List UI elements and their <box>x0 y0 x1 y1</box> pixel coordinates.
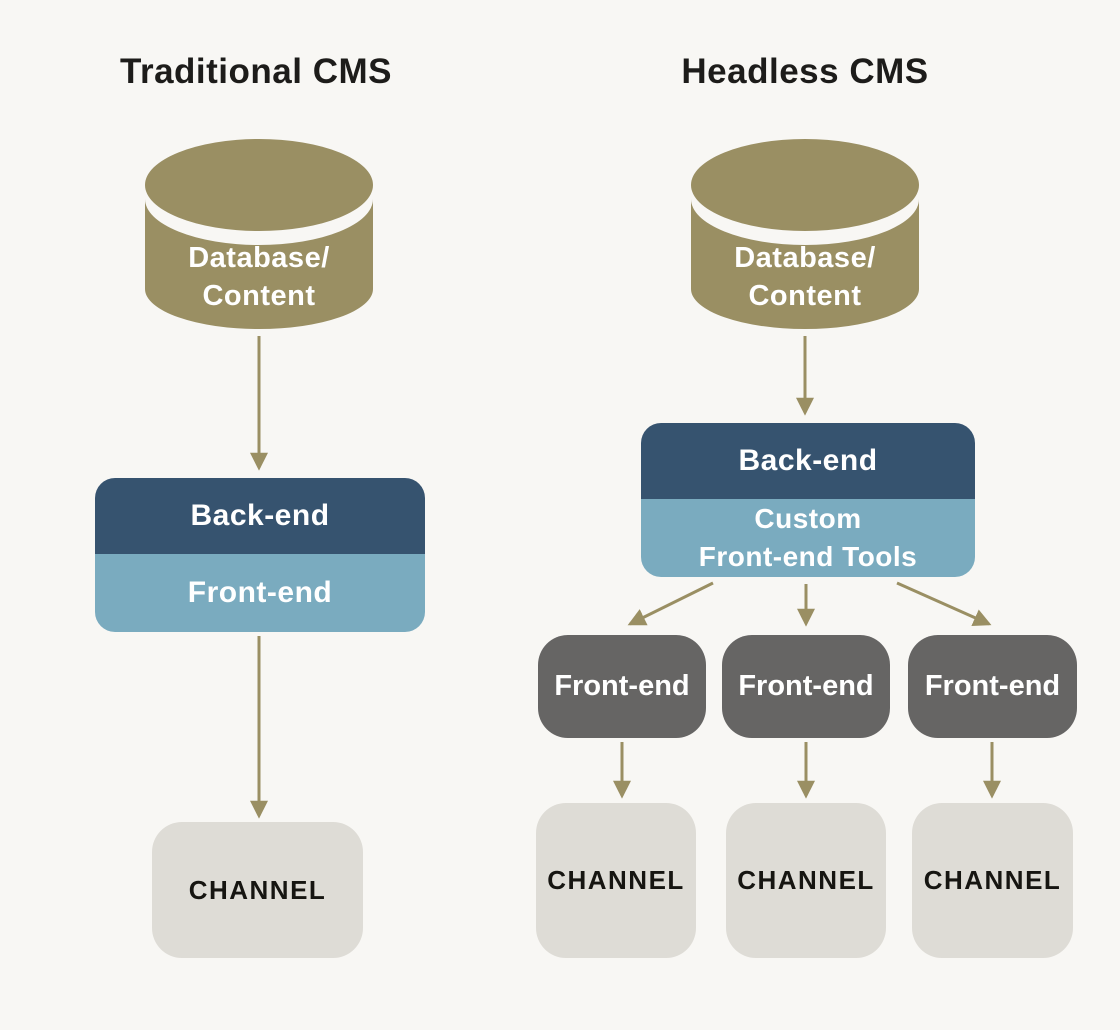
custom-tools-line2: Front-end Tools <box>698 541 918 572</box>
headless-channel-box-2: CHANNEL <box>726 803 886 958</box>
headless-channel-box-3: CHANNEL <box>912 803 1073 958</box>
arrow-diagonal-icon-tools-to-frontend-1 <box>627 581 714 626</box>
traditional-channel-box: CHANNEL <box>152 822 363 958</box>
traditional-backend-segment: Back-end <box>95 478 425 554</box>
traditional-frontend-segment: Front-end <box>95 554 425 632</box>
headless-cms-title: Headless CMS <box>681 52 929 91</box>
database-icon <box>691 139 919 329</box>
database-label-line2: Content <box>748 280 862 312</box>
headless-database-label: Database/ Content <box>691 239 919 315</box>
database-label-line2: Content <box>202 280 316 312</box>
traditional-database-cylinder: Database/ Content <box>145 139 373 333</box>
database-label-line1: Database/ <box>188 242 330 274</box>
database-label-line1: Database/ <box>734 242 876 274</box>
headless-frontend-box-3: Front-end <box>908 635 1077 738</box>
traditional-backend-frontend-box: Back-end Front-end <box>95 478 425 632</box>
traditional-database-label: Database/ Content <box>145 239 373 315</box>
headless-frontend-box-1: Front-end <box>538 635 706 738</box>
headless-channel-box-1: CHANNEL <box>536 803 696 958</box>
headless-backend-segment: Back-end <box>641 423 975 499</box>
database-icon <box>145 139 373 329</box>
arrow-diagonal-icon-tools-to-frontend-3 <box>896 581 992 626</box>
headless-frontend-box-2: Front-end <box>722 635 890 738</box>
headless-backend-tools-box: Back-end Custom Front-end Tools <box>641 423 975 577</box>
headless-custom-tools-segment: Custom Front-end Tools <box>641 499 975 577</box>
custom-tools-line1: Custom <box>754 503 862 534</box>
headless-database-cylinder: Database/ Content <box>691 139 919 333</box>
traditional-cms-title: Traditional CMS <box>120 52 392 91</box>
